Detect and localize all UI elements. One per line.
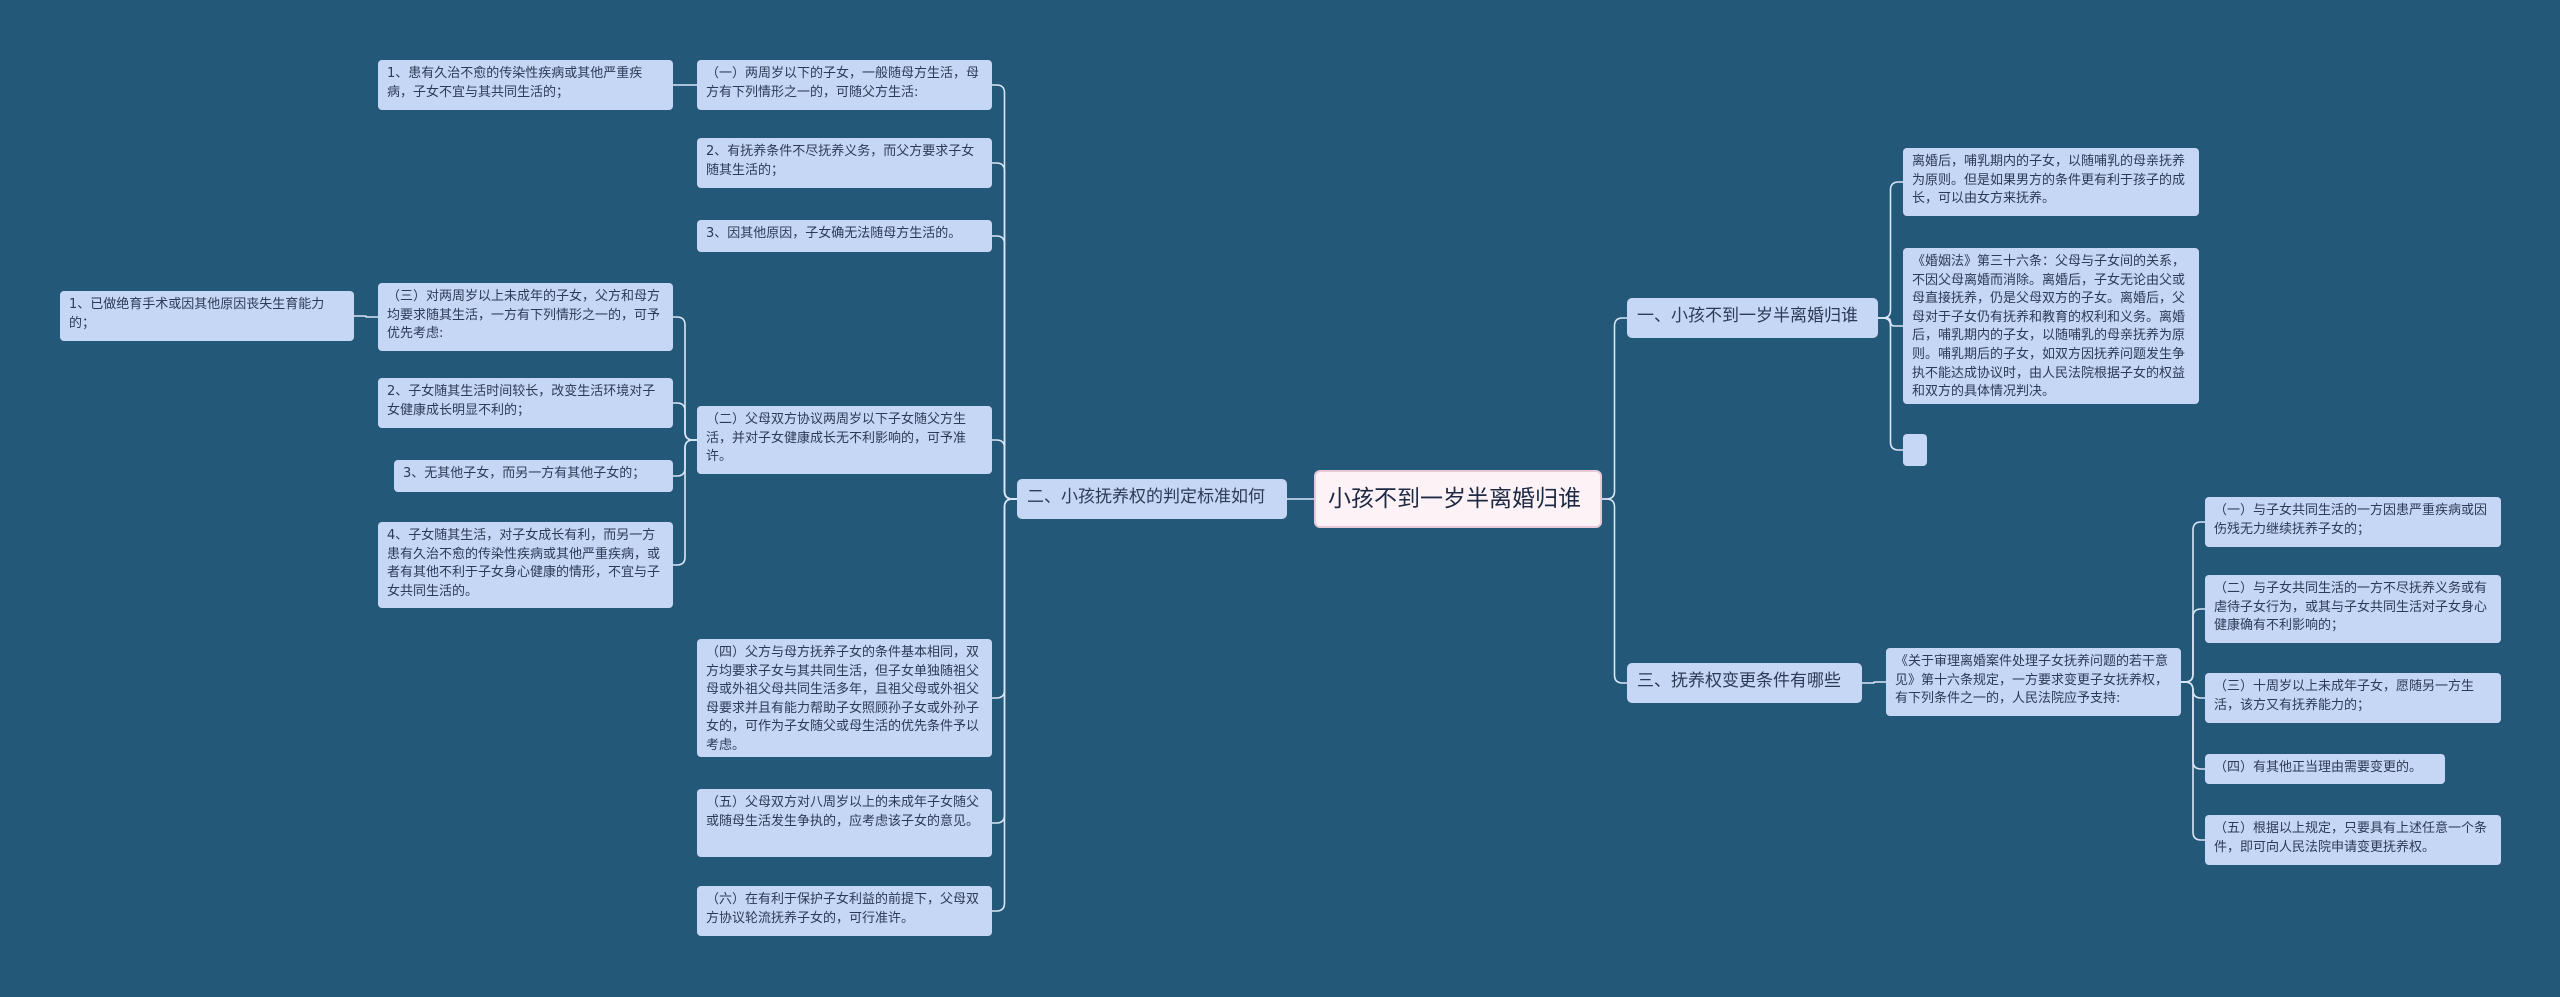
b1-item-1[interactable]: 离婚后，哺乳期内的子女，以随哺乳的母亲抚养为原则。但是如果男方的条件更有利于孩子…	[1903, 148, 2199, 216]
b2-g5[interactable]: （四）父方与母方抚养子女的条件基本相同，双方均要求子女与其共同生活，但子女单独随…	[697, 639, 992, 757]
connector-b3-item-2	[2181, 608, 2205, 683]
b2-g7[interactable]: （六）在有利于保护子女利益的前提下，父母双方协议轮流抚养子女的，可行准许。	[697, 886, 992, 936]
connector-branch-1-title	[1602, 317, 1627, 500]
branch-2-title[interactable]: 二、小孩抚养权的判定标准如何	[1017, 479, 1287, 519]
b2-g1-child[interactable]: 1、患有久治不愈的传染性疾病或其他严重疾病，子女不宜与其共同生活的；	[378, 60, 673, 110]
b3-item-1[interactable]: （一）与子女共同生活的一方因患严重疾病或因伤残无力继续抚养子女的；	[2205, 497, 2501, 547]
b1-item-2[interactable]: 《婚姻法》第三十六条：父母与子女间的关系，不因父母离婚而消除。离婚后，子女无论由…	[1903, 248, 2199, 404]
connector-b2-g4-c4	[673, 439, 697, 566]
b2-g4-c2[interactable]: 2、子女随其生活时间较长，改变生活环境对子女健康成长明显不利的；	[378, 378, 673, 428]
b2-g1[interactable]: （一）两周岁以下的子女，一般随母方生活，母方有下列情形之一的，可随父方生活:	[697, 60, 992, 110]
b1-item-empty[interactable]	[1903, 434, 1927, 466]
b2-g2[interactable]: 2、有抚养条件不尽抚养义务，而父方要求子女随其生活的；	[697, 138, 992, 188]
connector-b1-item-1	[1878, 181, 1903, 319]
b2-g3[interactable]: 3、因其他原因，子女确无法随母方生活的。	[697, 220, 992, 252]
b3-item-5[interactable]: （五）根据以上规定，只要具有上述任意一个条件，即可向人民法院申请变更抚养权。	[2205, 815, 2501, 865]
b3-item-4[interactable]: （四）有其他正当理由需要变更的。	[2205, 754, 2445, 784]
branch-3-title[interactable]: 三、抚养权变更条件有哪些	[1627, 663, 1862, 703]
b3-item-2[interactable]: （二）与子女共同生活的一方不尽抚养义务或有虐待子女行为，或其与子女共同生活对子女…	[2205, 575, 2501, 643]
connector-b2-g7	[992, 498, 1017, 912]
b2-g6[interactable]: （五）父母双方对八周岁以上的未成年子女随父或随母生活发生争执的，应考虑该子女的意…	[697, 789, 992, 857]
connector-b1-item-empty	[1878, 317, 1903, 451]
b3-item-3[interactable]: （三）十周岁以上未成年子女，愿随另一方生活，该方又有抚养能力的；	[2205, 673, 2501, 723]
b2-g4[interactable]: （二）父母双方协议两周岁以下子女随父方生活，并对子女健康成长无不利影响的，可予准…	[697, 406, 992, 474]
b2-g4-c4[interactable]: 4、子女随其生活，对子女成长有利，而另一方患有久治不愈的传染性疾病或其他严重疾病…	[378, 522, 673, 608]
branch-1-title[interactable]: 一、小孩不到一岁半离婚归谁	[1627, 298, 1878, 338]
b2-g4-sub-child[interactable]: 1、已做绝育手术或因其他原因丧失生育能力的；	[60, 291, 354, 341]
connector-branch-3-title	[1602, 498, 1627, 684]
connector-b3-mid	[1862, 681, 1886, 684]
b3-mid[interactable]: 《关于审理离婚案件处理子女抚养问题的若干意见》第十六条规定，一方要求变更子女抚养…	[1886, 648, 2181, 716]
root-node[interactable]: 小孩不到一岁半离婚归谁	[1314, 470, 1602, 528]
connector-b2-g4-c2	[673, 402, 697, 441]
b2-g4-c3[interactable]: 3、无其他子女，而另一方有其他子女的；	[394, 460, 673, 492]
b2-g4-sub[interactable]: （三）对两周岁以上未成年的子女，父方和母方均要求随其生活，一方有下列情形之一的，…	[378, 283, 673, 351]
connector-b3-item-5	[2181, 681, 2205, 841]
connector-b2-g4-sub-child	[354, 315, 378, 318]
connector-b2-g4	[992, 439, 1017, 500]
